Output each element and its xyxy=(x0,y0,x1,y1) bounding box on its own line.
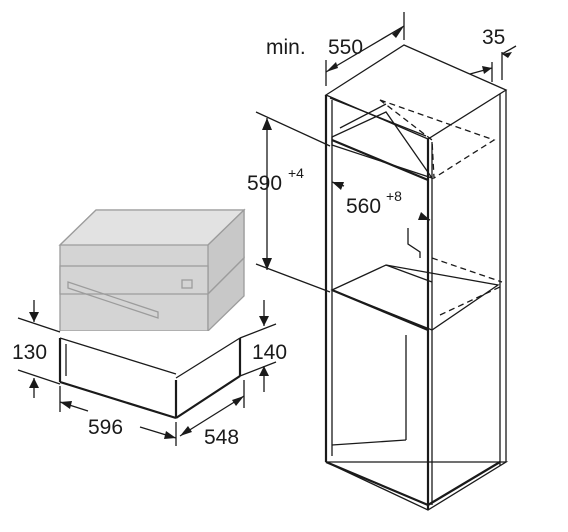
upper-shelf xyxy=(331,111,434,180)
dim-548-line xyxy=(179,395,245,437)
label-cabinet-depth: 550 xyxy=(328,36,363,59)
appliance-illustration xyxy=(58,208,246,333)
warming-drawer xyxy=(58,331,246,420)
appliance-side-detail xyxy=(181,279,193,289)
upper-shelf-back xyxy=(339,103,387,129)
label-drawer-depth: 548 xyxy=(204,426,239,449)
dim-140-ext-top xyxy=(239,323,277,339)
dim-35-arrow-right xyxy=(502,52,512,58)
cabinet-bottom-side xyxy=(427,461,501,506)
label-niche-height: 590 xyxy=(247,172,282,195)
label-back-gap: 35 xyxy=(482,26,505,49)
dim-35-leader-right xyxy=(501,45,517,55)
drawer-side-bottom-edge xyxy=(175,375,241,419)
drawer-side-top-edge xyxy=(175,337,241,379)
middle-shelf-front xyxy=(331,288,429,332)
cabinet-top-front-edge xyxy=(329,97,427,137)
cabinet-bottom-front xyxy=(325,460,429,507)
dim-550-arrow-right xyxy=(392,26,404,38)
dim-140-ext-bottom xyxy=(239,361,277,377)
tall-cabinet xyxy=(324,44,509,511)
upper-dashed-outline xyxy=(379,99,496,180)
label-drawer-width: 596 xyxy=(88,416,123,439)
appliance-door xyxy=(59,265,209,332)
label-niche-width: 560 xyxy=(346,195,381,218)
upper-shelf-front xyxy=(331,138,429,182)
drawer-front-bottom-edge xyxy=(59,380,177,420)
dim-130-ext-top xyxy=(17,317,61,333)
dim-35-arrow-left xyxy=(482,66,492,74)
dim-590-ext-top xyxy=(255,111,331,147)
dimension-labels: min. 550 35 590 +4 560 +8 130 140 596 54… xyxy=(12,26,505,449)
drawer-front-top-edge xyxy=(59,337,177,375)
dim-560-arrow-right xyxy=(418,212,430,220)
label-min-prefix: min. xyxy=(266,36,306,59)
dim-130-ext-bottom xyxy=(17,369,61,385)
appliance-lower-side xyxy=(207,256,245,333)
dim-130-arrow-bottom xyxy=(29,378,39,388)
label-niche-width-tolerance: +8 xyxy=(386,188,402,204)
label-drawer-body-height: 140 xyxy=(252,341,287,364)
dim-140-arrow-bottom xyxy=(259,366,269,376)
cabinet-top xyxy=(324,44,508,140)
dim-550-line xyxy=(325,25,405,73)
middle-shelf xyxy=(330,264,500,331)
cabinet-base xyxy=(325,461,509,511)
dimension-lines xyxy=(17,12,517,446)
dim-596-arrow-right xyxy=(164,431,176,439)
dim-590-arrow-bottom xyxy=(262,258,272,270)
label-niche-height-tolerance: +4 xyxy=(288,165,304,181)
dim-550-arrow-left xyxy=(326,62,338,72)
dim-548-arrow-left xyxy=(180,426,192,436)
lower-back-bottom xyxy=(331,439,407,446)
dim-590-arrow-top xyxy=(262,118,272,130)
dim-596-arrow-left xyxy=(60,401,72,409)
dim-130-arrow-top xyxy=(29,312,39,322)
rear-notch xyxy=(407,228,421,258)
dim-140-arrow-top xyxy=(259,316,269,326)
middle-dashed-line xyxy=(431,257,503,283)
middle-shelf-back xyxy=(385,264,433,283)
dim-560-arrow-left xyxy=(332,182,344,190)
drawer-fill xyxy=(60,331,246,418)
dim-548-arrow-right xyxy=(232,396,244,406)
middle-dashed-line-2 xyxy=(439,285,503,316)
label-drawer-front-height: 130 xyxy=(12,341,47,364)
appliance-handle xyxy=(67,281,159,319)
dim-590-ext-bottom xyxy=(255,263,331,293)
